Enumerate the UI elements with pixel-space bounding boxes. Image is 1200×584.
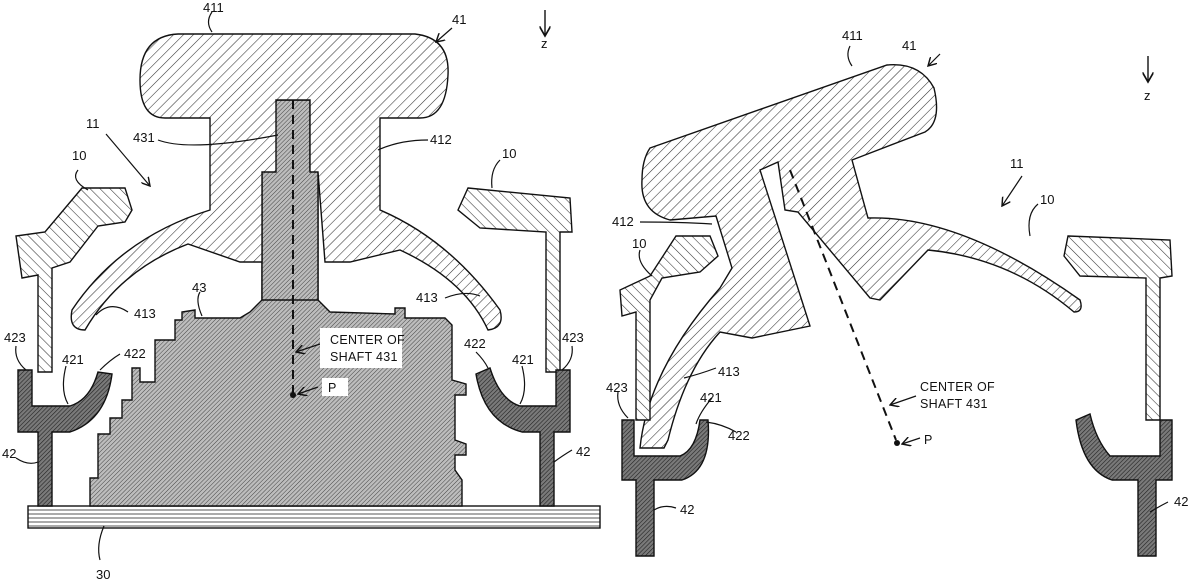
label-10-right: 10: [502, 146, 516, 161]
leader-422-left: [99, 353, 121, 371]
label-10-left: 10: [72, 148, 86, 163]
label-11-tilted: 11: [1010, 156, 1024, 171]
leader-431: [157, 134, 279, 146]
leader-412-tilted: [639, 221, 713, 225]
holder-42-left: [17, 369, 113, 507]
pivot-point-p: [290, 392, 296, 398]
label-421-tilted: 421: [700, 390, 722, 405]
housing-10-tilted-right: [1063, 235, 1173, 421]
leader-411-tilted: [847, 45, 853, 67]
label-42-tilted-right: 42: [1174, 494, 1188, 509]
label-11: 11: [86, 116, 100, 131]
label-412-tilted: 412: [612, 214, 634, 229]
leader-413-left: [95, 306, 129, 316]
figure-upright: z 411 41 11 431 412 10 10 413 4: [2, 0, 601, 582]
z-axis-label-tilted: z: [1144, 88, 1151, 103]
housing-10-right: [457, 187, 573, 373]
arrow-center-tilted: [890, 395, 917, 405]
leader-42-left: [15, 457, 39, 464]
leader-412: [377, 139, 429, 151]
label-42-right: 42: [576, 444, 590, 459]
holder-42-tilted-left: [621, 419, 710, 557]
label-p-tilted: P: [924, 433, 933, 447]
arrow-p: [298, 386, 319, 394]
holder-42-right: [475, 367, 571, 507]
label-421-right: 421: [512, 352, 534, 367]
label-413-tilted: 413: [718, 364, 740, 379]
leader-10-tilted-left: [638, 249, 653, 277]
leader-421-left: [62, 365, 69, 405]
callout-bg: [320, 328, 402, 368]
leader-413-tilted: [683, 367, 717, 379]
label-421-left: 421: [62, 352, 84, 367]
arrow-center: [296, 343, 321, 352]
label-422-left: 422: [124, 346, 146, 361]
label-422-right: 422: [464, 336, 486, 351]
label-423-right: 423: [562, 330, 584, 345]
label-p: P: [328, 381, 337, 395]
leader-423-tilted: [617, 391, 629, 419]
leader-42-tilted-right: [1149, 501, 1169, 513]
label-411-tilted: 411: [842, 28, 863, 43]
housing-10-tilted-left: [619, 235, 719, 421]
holder-42-tilted-right: [1075, 413, 1173, 557]
leader-413-right: [444, 292, 481, 299]
label-422-tilted: 422: [728, 428, 750, 443]
leader-42-right: [553, 449, 573, 463]
center-of-shaft-tilted-line2: SHAFT 431: [920, 397, 988, 411]
arrow-p-tilted: [902, 438, 921, 444]
label-412: 412: [430, 132, 452, 147]
leader-422-tilted: [705, 421, 737, 433]
label-10-tilted-left: 10: [632, 236, 646, 251]
label-413-right: 413: [416, 290, 438, 305]
leader-422-right: [475, 351, 489, 369]
label-41-tilted: 41: [902, 38, 916, 53]
label-423-left: 423: [4, 330, 26, 345]
label-43: 43: [192, 280, 206, 295]
arrow-11-tilted: [1002, 175, 1023, 206]
pivot-point-p-tilted: [894, 440, 900, 446]
label-411: 411: [203, 0, 224, 15]
leader-10-tilted-right: [1028, 203, 1039, 237]
shaft-center-line-tilted: [789, 169, 897, 441]
center-of-shaft-line1: CENTER OF: [330, 333, 405, 347]
housing-10-left: [15, 187, 133, 373]
label-10-tilted-right: 10: [1040, 192, 1054, 207]
label-413-left: 413: [134, 306, 156, 321]
leader-43: [197, 291, 203, 317]
arrow-41-tilted: [928, 53, 941, 66]
label-42-left: 42: [2, 446, 16, 461]
arrow-11: [105, 133, 150, 186]
callout-p-bg: [322, 378, 348, 396]
leader-423-right: [561, 345, 573, 371]
z-axis-label: z: [541, 36, 548, 51]
label-30: 30: [96, 567, 110, 582]
leader-42-tilted-left: [653, 505, 677, 511]
leader-30: [98, 525, 105, 561]
keycap-41-tilted: [639, 64, 1082, 449]
label-41: 41: [452, 12, 466, 27]
leader-421-tilted: [695, 397, 713, 425]
leader-421-right: [519, 365, 526, 405]
arrow-41: [436, 27, 453, 42]
label-423-tilted: 423: [606, 380, 628, 395]
base-plate-30: [27, 505, 601, 529]
leader-10-left: [75, 169, 89, 191]
figure-tilted: z 411 41 11 412 10 10 413 423 421 422 42…: [606, 28, 1188, 557]
leader-411: [207, 11, 213, 33]
leader-423-left: [15, 345, 27, 371]
center-of-shaft-line2: SHAFT 431: [330, 350, 398, 364]
label-431: 431: [133, 130, 155, 145]
leader-10-right: [491, 159, 501, 189]
label-42-tilted-left: 42: [680, 502, 694, 517]
center-of-shaft-tilted-line1: CENTER OF: [920, 380, 995, 394]
